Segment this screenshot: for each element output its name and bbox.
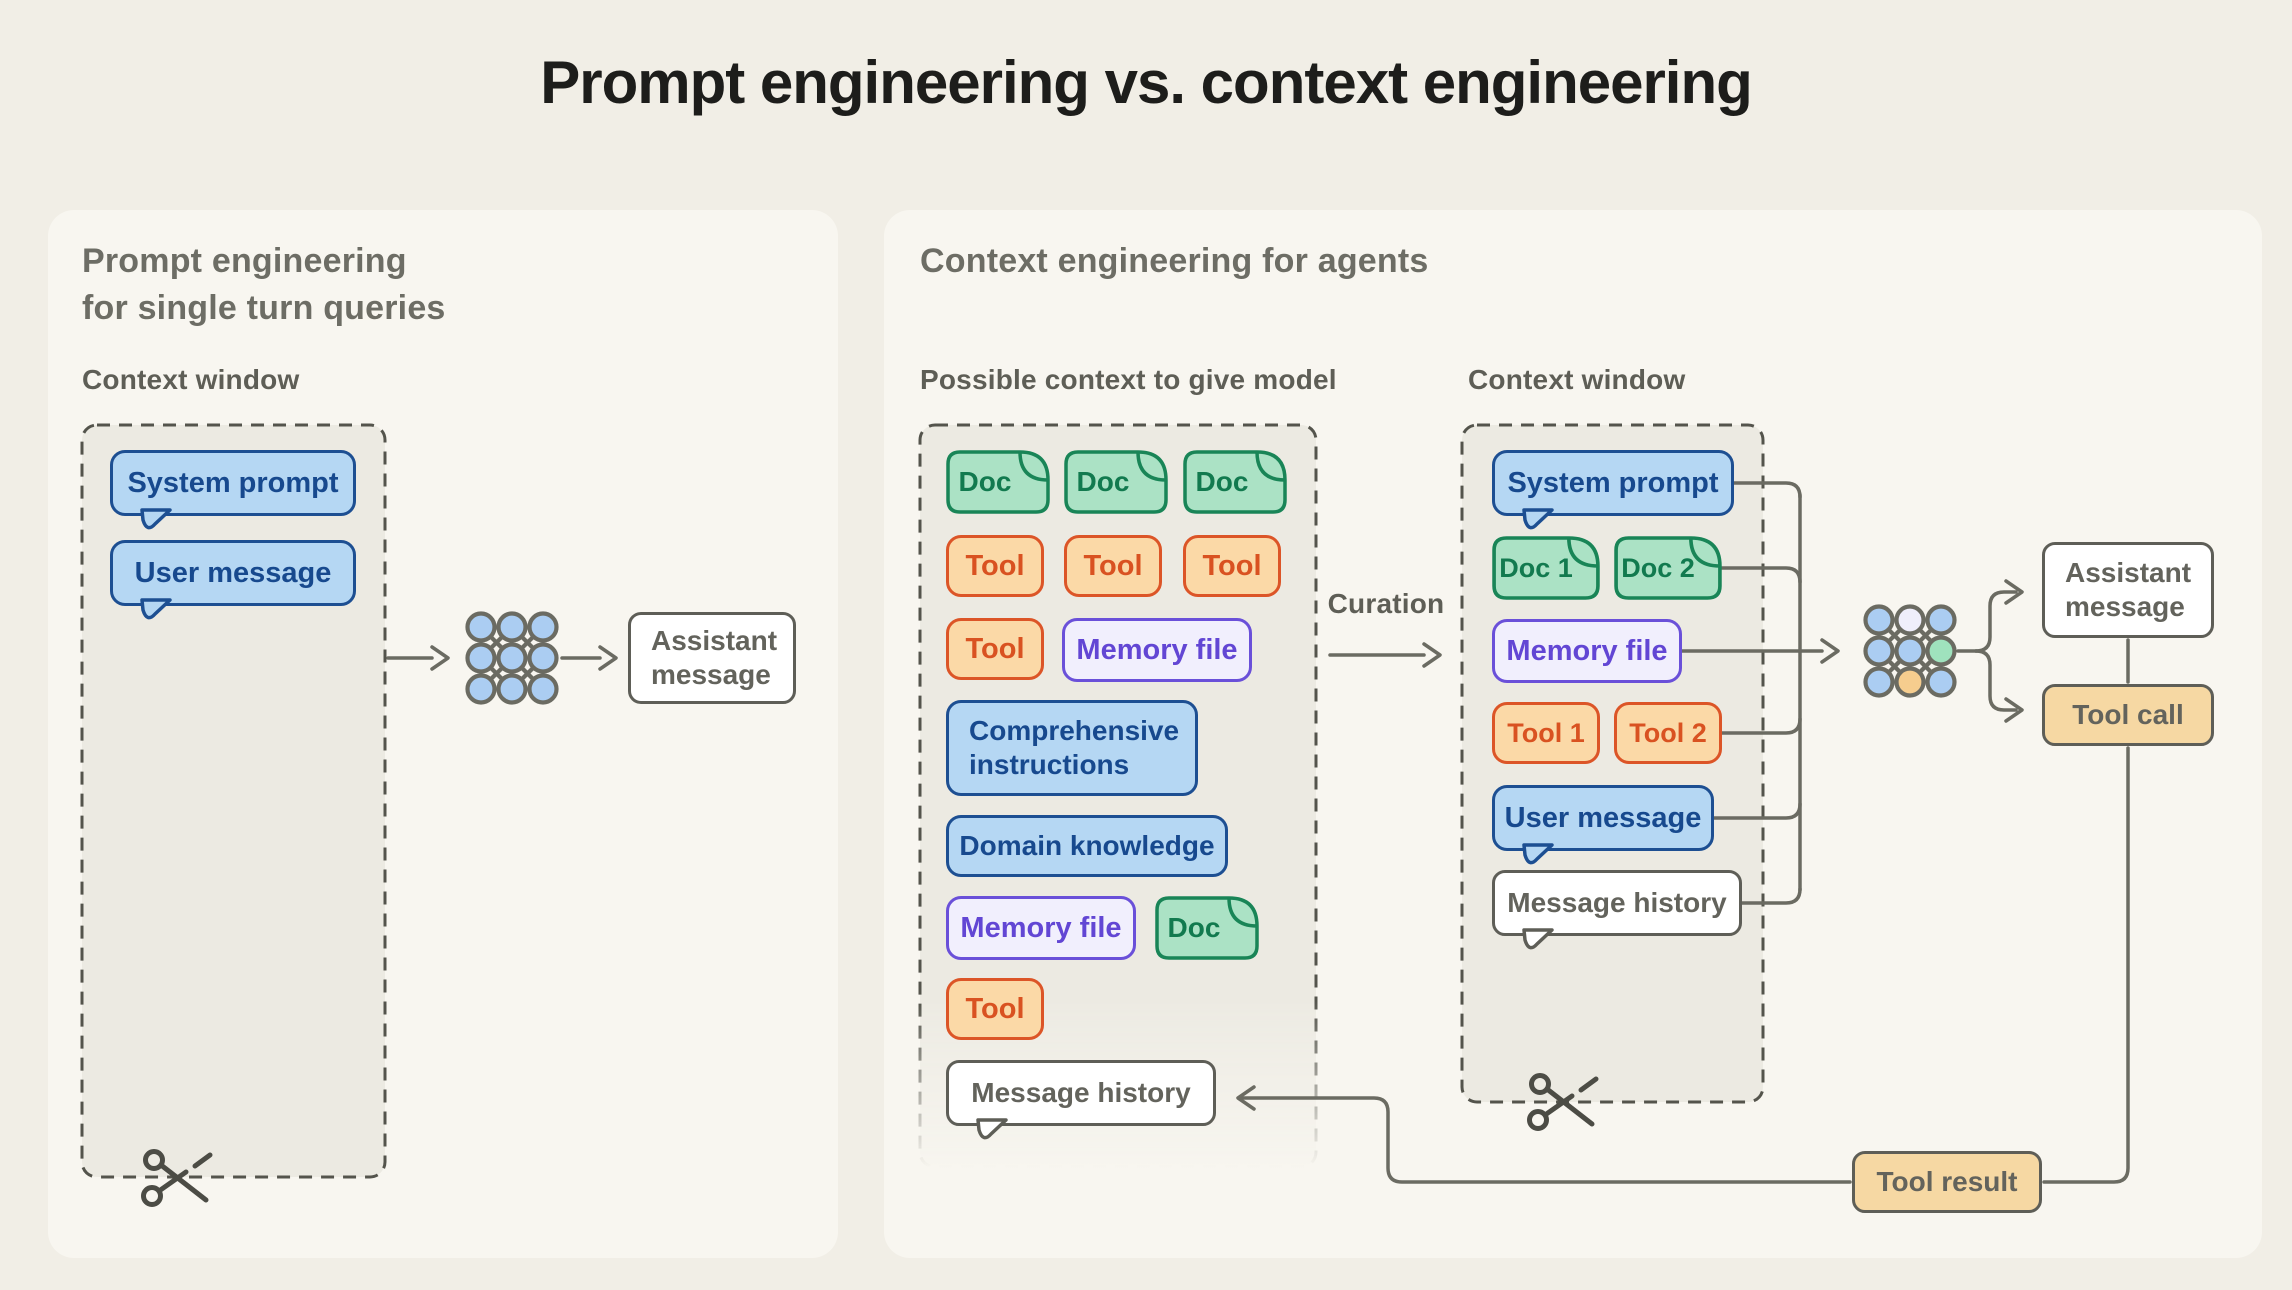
left-context-window-box [80, 423, 387, 1179]
domain-knowledge-chip: Domain knowledge [946, 815, 1228, 877]
assistant-message-box: Assistant message [2042, 542, 2214, 638]
page-title: Prompt engineering vs. context engineeri… [540, 49, 1753, 116]
model-icon [1863, 604, 1957, 698]
tool-chip: Tool 1 [1492, 702, 1600, 764]
model-output-branches [1956, 579, 2024, 723]
doc-label: Doc [1076, 466, 1130, 497]
bubble-label: System prompt [1507, 466, 1719, 499]
message-history-bubble: Message history [946, 1060, 1216, 1140]
system-prompt-bubble: System prompt [1492, 450, 1734, 530]
tool-chip: Tool 2 [1614, 702, 1722, 764]
context-window-connectors [1680, 481, 1840, 905]
doc-label: Doc [1167, 912, 1221, 943]
doc-label: Doc [958, 466, 1012, 497]
doc-chip: Doc [1155, 896, 1259, 960]
message-history-bubble: Message history [1492, 870, 1742, 950]
doc-chip: Doc [946, 450, 1050, 514]
arrowhead-icon [2004, 697, 2024, 723]
document-icon [946, 450, 1050, 514]
curation-label: Curation [1327, 588, 1445, 619]
bubble-label: System prompt [127, 466, 339, 499]
left-context-window-label: Context window [82, 364, 300, 395]
arrowhead-icon [598, 645, 618, 671]
user-message-bubble: User message [110, 540, 356, 620]
arrowhead-icon [1422, 642, 1442, 668]
speech-tail-icon [1522, 843, 1554, 865]
scissors-icon [1527, 1073, 1599, 1131]
comprehensive-instructions-chip: Comprehensive instructions [946, 700, 1198, 796]
right-context-window-label: Context window [1468, 364, 1686, 395]
system-prompt-bubble: System prompt [110, 450, 356, 530]
arrowhead-icon [430, 645, 450, 671]
memory-file-chip: Memory file [946, 896, 1136, 960]
tool-chip: Tool [1064, 535, 1162, 597]
document-icon [1492, 536, 1600, 600]
bubble-label: User message [1504, 801, 1702, 834]
scissors-icon [141, 1149, 213, 1207]
bubble-label: Message history [1507, 887, 1727, 918]
tool-chip: Tool [946, 535, 1044, 597]
bubble-label: User message [134, 556, 332, 589]
memory-file-chip: Memory file [1062, 618, 1252, 682]
assistant-message-box: Assistant message [628, 612, 796, 704]
doc-chip: Doc [1064, 450, 1168, 514]
document-icon [1614, 536, 1722, 600]
model-icon [465, 611, 559, 705]
tool-call-box: Tool call [2042, 684, 2214, 746]
arrowhead-icon [1820, 638, 1840, 664]
doc-chip: Doc 1 [1492, 536, 1600, 600]
curation-arrow [1328, 642, 1442, 668]
doc-label: Doc 2 [1621, 552, 1695, 583]
arrowhead-icon [2004, 579, 2024, 605]
bubble-label: Message history [971, 1077, 1191, 1108]
document-icon [1064, 450, 1168, 514]
tool-result-box: Tool result [1852, 1151, 2042, 1213]
memory-file-chip: Memory file [1492, 619, 1682, 683]
left-panel-header: Prompt engineering for single turn queri… [82, 242, 446, 327]
speech-tail-icon [1522, 508, 1554, 530]
tool-chip: Tool [1183, 535, 1281, 597]
document-icon [1155, 896, 1259, 960]
tool-chip: Tool [946, 978, 1044, 1040]
speech-tail-icon [140, 508, 172, 530]
doc-label: Doc 1 [1499, 552, 1573, 583]
user-message-bubble: User message [1492, 785, 1714, 865]
speech-tail-icon [1522, 928, 1554, 950]
tool-loop-connectors [1236, 638, 2130, 1184]
tool-chip: Tool [946, 618, 1044, 680]
doc-chip: Doc 2 [1614, 536, 1722, 600]
possible-context-label: Possible context to give model [920, 364, 1337, 395]
arrowhead-icon [1236, 1085, 1256, 1111]
right-panel-header: Context engineering for agents [920, 242, 1429, 280]
doc-chip: Doc [1183, 450, 1287, 514]
speech-tail-icon [976, 1118, 1008, 1140]
left-flow-arrows [386, 645, 618, 671]
speech-tail-icon [140, 598, 172, 620]
doc-label: Doc [1195, 466, 1249, 497]
document-icon [1183, 450, 1287, 514]
